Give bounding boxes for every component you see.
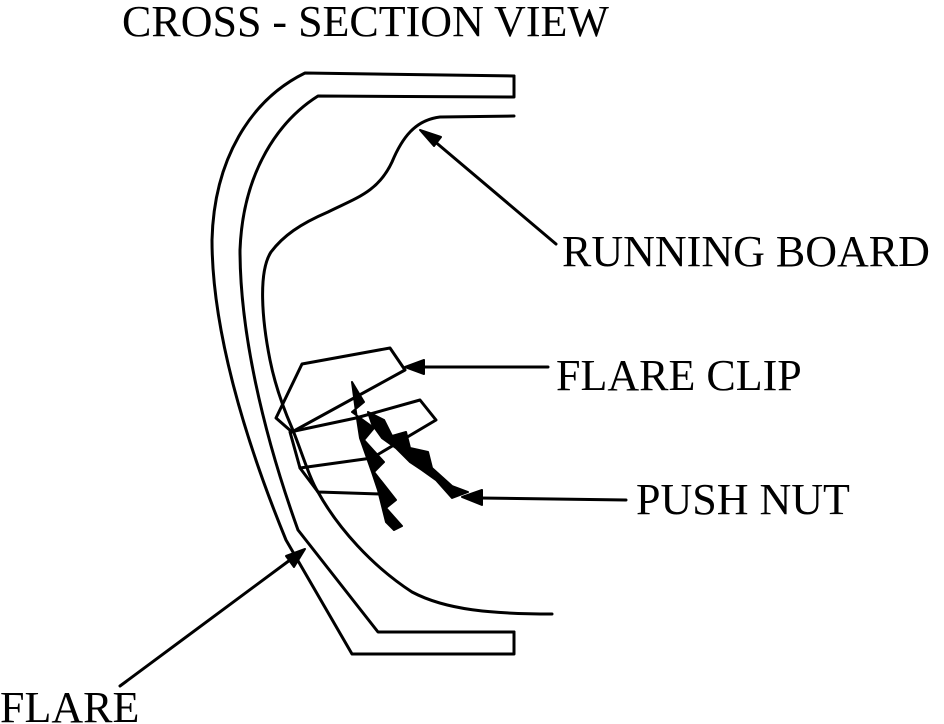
push-nut-right-tooth-strip: [367, 411, 469, 499]
push-nut-left-tooth-strip: [351, 381, 403, 531]
leader-lines: [118, 129, 628, 688]
push-nut-arrowhead: [461, 489, 483, 506]
running-board-arrowhead: [419, 129, 442, 147]
flare-clip-body: [274, 346, 407, 434]
flare-arrowhead: [285, 548, 306, 568]
running-board-leader-line: [431, 138, 558, 246]
flare-inner-edge: [238, 74, 516, 634]
running-board-label: RUNNING BOARD: [562, 227, 930, 276]
flare-label: FLARE: [0, 683, 140, 724]
running-board: [261, 114, 554, 616]
push-nut-label: PUSH NUT: [636, 475, 850, 524]
running-board-lower-contour: [316, 490, 554, 616]
flare-outer-edge: [210, 71, 516, 656]
flare-panel: [210, 71, 516, 656]
flare-clip-leg: [298, 466, 382, 496]
running-board-upper-contour: [261, 114, 516, 494]
diagram-title: CROSS - SECTION VIEW: [122, 0, 609, 46]
push-nut: [351, 381, 469, 531]
flare-clip-arrowhead: [404, 359, 425, 375]
flare-leader-line: [118, 558, 292, 688]
flare-clip-label: FLARE CLIP: [556, 351, 802, 400]
push-nut-leader-line: [478, 496, 628, 502]
